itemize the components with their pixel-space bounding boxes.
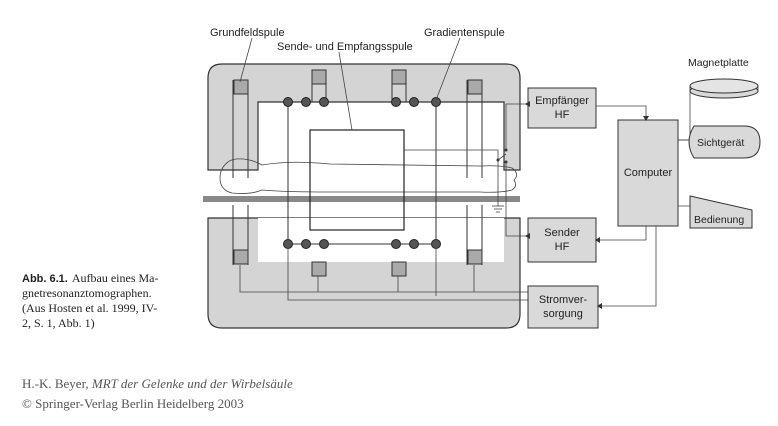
empfaenger-box xyxy=(527,87,597,129)
sichtgeraet-shape xyxy=(688,125,761,159)
empfaenger-label-2: HF xyxy=(555,109,570,121)
patient-outline xyxy=(219,158,517,194)
power-wiring xyxy=(239,248,528,301)
grundfeld-coils-upper xyxy=(232,69,483,178)
lower-magnet-bore xyxy=(258,218,504,262)
label-sende-empfangsspule: Sende- und Empfangsspule xyxy=(277,41,413,53)
grundfeld-coils-lower xyxy=(232,205,483,277)
label-grundfeldspule: Grundfeldspule xyxy=(210,27,285,39)
figure-caption-line2: gnetresonanztomographen. xyxy=(22,286,152,300)
stromversorgung-box xyxy=(527,285,599,329)
sichtgeraet-label: Sichtgerät xyxy=(697,137,744,149)
empfaenger-label-1: Empfänger xyxy=(535,95,589,107)
sender-label-1: Sender xyxy=(544,227,580,239)
magnetplatte-label: Magnetplatte xyxy=(688,57,749,69)
gradient-coils xyxy=(283,97,441,249)
figure-caption-line3: (Aus Hosten et al. 1999, IV- xyxy=(22,301,157,315)
sender-label-2: HF xyxy=(555,241,570,253)
footer-citation: H.-K. Beyer, MRT der Gelenke und der Wir… xyxy=(22,376,293,391)
upper-magnet-housing xyxy=(207,63,521,171)
magnetplatte-disk xyxy=(689,78,759,99)
footer-copyright: © Springer-Verlag Berlin Heidelberg 2003 xyxy=(22,396,244,411)
rf-coil xyxy=(309,129,405,231)
stromversorgung-label-2: sorgung xyxy=(543,308,583,320)
patient-table xyxy=(203,196,520,202)
rf-switch xyxy=(404,103,528,237)
bedienung-shape xyxy=(689,195,753,229)
figure-caption-line4: 2, S. 1, Abb. 1) xyxy=(22,316,95,330)
stromversorgung-label-1: Stromver- xyxy=(539,294,588,306)
sender-box xyxy=(527,217,597,263)
bedienung-label: Bedienung xyxy=(694,214,744,226)
computer-box xyxy=(617,119,679,227)
figure-caption-line1: Abb. 6.1.Aufbau eines Ma- xyxy=(22,271,158,285)
label-gradientenspule: Gradientenspule xyxy=(424,27,505,39)
computer-label: Computer xyxy=(624,167,673,179)
